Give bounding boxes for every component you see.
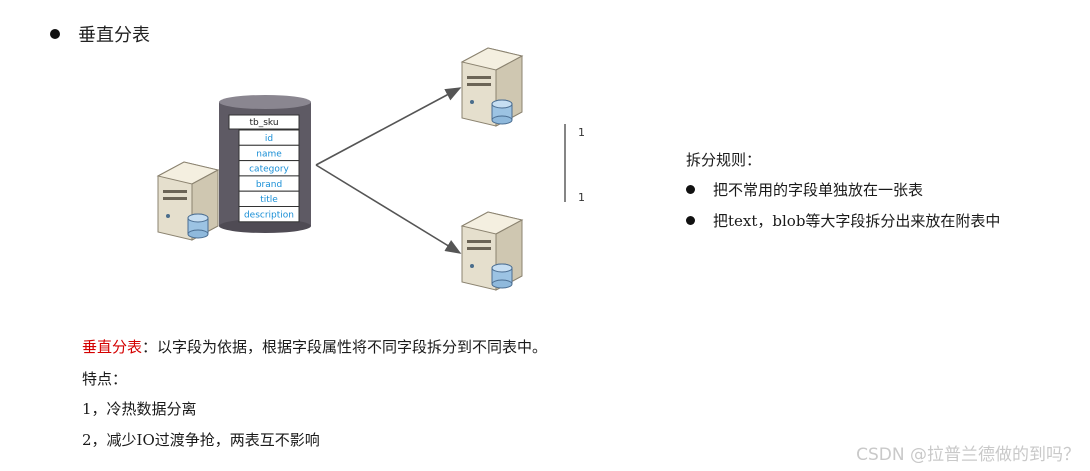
table-field-label: id bbox=[265, 134, 273, 144]
bullet-icon bbox=[686, 184, 695, 194]
split-arrow-top bbox=[315, 87, 462, 166]
table-tb-sku: tb_sku id name category brand title descripti… bbox=[228, 114, 300, 223]
features-title: 特点： bbox=[82, 370, 128, 388]
target-server-icon-bottom bbox=[461, 211, 523, 291]
section-title: 垂直分表 bbox=[78, 25, 150, 46]
feature-item: 2，减少IO过渡争抢，两表互不影响 bbox=[82, 431, 320, 449]
table-field-label: brand bbox=[256, 180, 282, 190]
table-field-label: name bbox=[256, 149, 282, 159]
vertical-split-diagram: tb_sku id name category brand title descripti… bbox=[157, 47, 585, 291]
table-name: tb_sku bbox=[249, 118, 278, 128]
definition-line: 垂直分表：以字段为依据，根据字段属性将不同字段拆分到不同表中。 bbox=[82, 337, 547, 357]
bullet-icon bbox=[686, 215, 695, 225]
definition-term: 垂直分表 bbox=[82, 338, 143, 356]
feature-item: 1，冷热数据分离 bbox=[82, 400, 197, 418]
rule-item: 把text，blob等大字段拆分出来放在附表中 bbox=[686, 209, 1000, 231]
split-arrow-bottom bbox=[315, 164, 462, 254]
section-header: 垂直分表 bbox=[50, 22, 150, 46]
relation-bottom-label: 1 bbox=[578, 191, 585, 204]
table-field-label: category bbox=[249, 165, 289, 175]
rule-item: 把不常用的字段单独放在一张表 bbox=[686, 178, 923, 200]
table-field-label: description bbox=[244, 211, 294, 221]
rule-text: 把text，blob等大字段拆分出来放在附表中 bbox=[713, 211, 1001, 230]
target-server-icon-top bbox=[461, 47, 523, 127]
rules-title: 拆分规则： bbox=[686, 151, 762, 169]
source-server-icon bbox=[157, 161, 219, 241]
bullet-icon bbox=[50, 29, 60, 39]
table-field-label: title bbox=[260, 195, 278, 205]
relation-top-label: 1 bbox=[578, 126, 585, 139]
table-field-cell bbox=[238, 206, 300, 223]
definition-text: ：以字段为依据，根据字段属性将不同字段拆分到不同表中。 bbox=[142, 338, 548, 356]
rule-text: 把不常用的字段单独放在一张表 bbox=[713, 180, 924, 199]
watermark: CSDN @拉普兰德做的到吗？ bbox=[856, 445, 1080, 465]
